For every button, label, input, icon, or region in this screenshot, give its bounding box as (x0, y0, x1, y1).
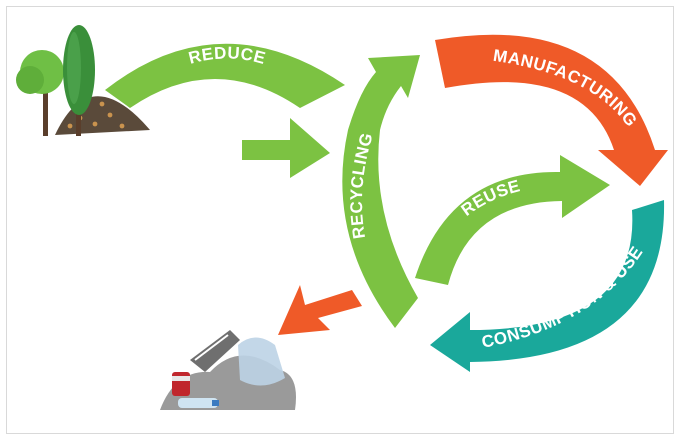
reuse-arrow (415, 155, 610, 285)
trees-and-soil-icon (16, 25, 150, 136)
manufacturing-arrow (435, 34, 668, 186)
landfill-waste-icon (160, 330, 296, 410)
reduce-to-recycling-arrow (242, 118, 330, 178)
reduce-arrow (105, 43, 345, 108)
recycling-to-landfill-arrow (278, 285, 362, 335)
recycling-arrow (342, 55, 420, 328)
consumption-arrow (430, 200, 665, 372)
